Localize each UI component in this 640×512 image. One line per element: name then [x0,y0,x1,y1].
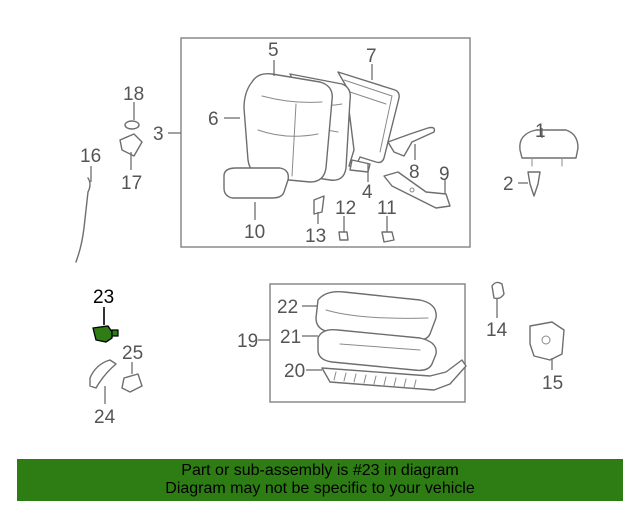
callout-3: 3 [153,124,164,145]
callout-14: 14 [486,320,508,341]
callout-18: 18 [123,84,144,105]
callout-25: 25 [122,343,143,364]
part-10-board[interactable] [223,167,290,199]
part-4-recliner[interactable] [349,159,371,173]
callout-7: 7 [366,46,377,67]
callout-17: 17 [121,173,142,194]
part-21-cushion-pad[interactable] [317,328,437,372]
part-2-headrest-support[interactable] [527,171,541,197]
callout-19: 19 [237,331,258,352]
callout-24: 24 [94,407,116,428]
part-13-clip[interactable] [313,195,325,215]
part-6-seatback-cover[interactable] [243,72,333,183]
part-16-cable[interactable] [75,177,91,263]
callout-15: 15 [542,373,563,394]
callout-10: 10 [244,222,265,243]
callout-labels: 1 2 3 4 5 6 7 8 9 10 11 12 13 14 15 16 1… [80,40,563,428]
callout-11: 11 [377,198,397,219]
callout-20: 20 [284,361,305,382]
part-8-hinge-bracket[interactable] [387,126,436,157]
callout-8: 8 [409,162,420,183]
part-18-clip[interactable] [124,120,140,130]
part-11-bolt[interactable] [381,231,395,243]
callout-1: 1 [535,121,546,142]
banner-line-part-number: Part or sub-assembly is #23 in diagram [181,462,459,479]
callout-13: 13 [305,226,326,247]
callout-5: 5 [268,40,279,61]
callout-6: 6 [208,109,219,130]
callout-9: 9 [439,164,450,185]
callout-22: 22 [277,297,298,318]
part-12-screw[interactable] [338,231,349,241]
seatback-assembly-box [180,37,471,248]
callout-16: 16 [80,146,101,167]
part-1-headrest[interactable] [519,129,579,167]
seat-cushion-assembly-box [269,283,466,403]
part-22-cushion-cover[interactable] [315,290,437,342]
part-9-lock-rod[interactable] [383,171,451,209]
part-7-seatback-frame[interactable] [337,71,400,169]
part-15-bracket[interactable] [529,321,565,361]
banner-line-disclaimer: Diagram may not be specific to your vehi… [165,480,475,497]
leader-lines [90,60,553,404]
callout-12: 12 [335,198,356,219]
part-23-highlighted[interactable] [92,325,119,343]
callout-4: 4 [362,182,373,203]
highlight-notice-banner: Part or sub-assembly is #23 in diagram D… [17,459,623,501]
part-14-clip[interactable] [491,281,505,300]
callout-21: 21 [280,327,301,348]
part-20-cushion-frame[interactable] [321,359,467,391]
callout-2: 2 [503,174,514,195]
part-24-trim-cover[interactable] [89,359,117,389]
part-25-cap[interactable] [121,373,143,393]
callout-23: 23 [93,287,114,308]
part-17-bracket[interactable] [119,133,143,157]
